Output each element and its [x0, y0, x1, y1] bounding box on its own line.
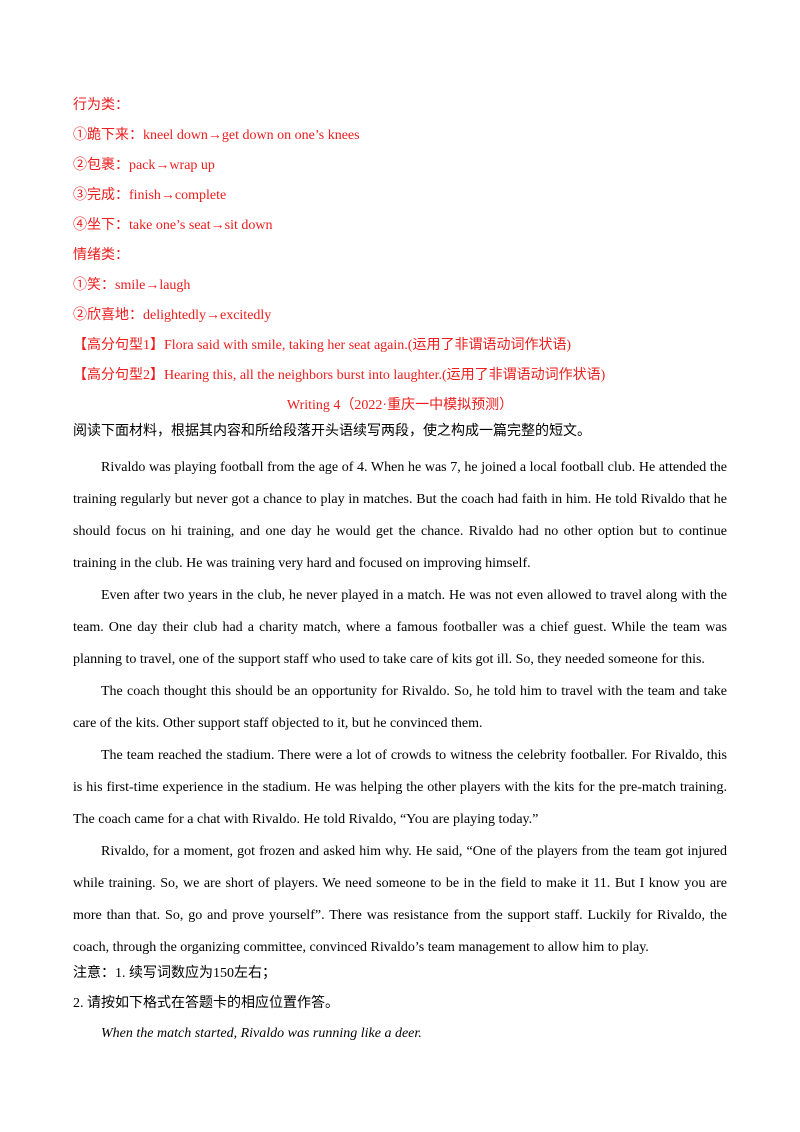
opening-sentence: When the match started, Rivaldo was runn…	[101, 1026, 422, 1041]
emotion-heading: 情绪类：	[73, 248, 129, 263]
document-page: 行为类： ①跪下来：kneel down→get down on one’s k…	[73, 96, 727, 1044]
story-paragraph: Rivaldo, for a moment, got frozen and as…	[73, 844, 727, 955]
behavior-item: ①跪下来：kneel down→get down on one’s knees	[73, 128, 360, 143]
behavior-heading: 行为类：	[73, 98, 129, 113]
story-paragraph: The coach thought this should be an oppo…	[73, 684, 727, 731]
writing-title: Writing 4（2022·重庆一中模拟预测）	[286, 398, 514, 413]
emotion-item: ②欣喜地：delightedly→excitedly	[73, 308, 272, 323]
behavior-item: ③完成：finish→complete	[73, 188, 227, 203]
behavior-item: ②包裹：pack→wrap up	[73, 158, 215, 173]
emotion-item: ①笑：smile→laugh	[73, 278, 191, 293]
writing-instruction: 阅读下面材料，根据其内容和所给段落开头语续写两段，使之构成一篇完整的短文。	[73, 424, 591, 439]
note-line: 2. 请按如下格式在答题卡的相应位置作答。	[73, 996, 339, 1011]
story-paragraph: Rivaldo was playing football from the ag…	[73, 460, 727, 571]
note-line: 注意：1. 续写词数应为150左右；	[73, 966, 276, 981]
story-paragraph: The team reached the stadium. There were…	[73, 748, 727, 827]
behavior-item: ④坐下：take one’s seat→sit down	[73, 218, 273, 233]
sentence-pattern: 【高分句型2】Hearing this, all the neighbors b…	[73, 368, 606, 383]
sentence-pattern: 【高分句型1】Flora said with smile, taking her…	[73, 338, 572, 353]
story-paragraph: Even after two years in the club, he nev…	[73, 588, 727, 667]
